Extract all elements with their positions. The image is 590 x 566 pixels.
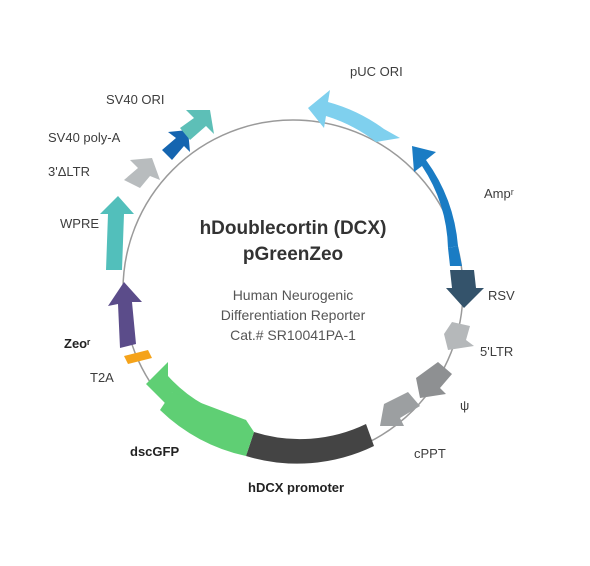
zeo-arrow: [108, 282, 142, 348]
zeo-label: Zeoʳ: [64, 336, 91, 351]
sv40-ori-label: SV40 ORI: [106, 92, 165, 107]
t2a-label: T2A: [90, 370, 114, 385]
dscgfp-label: dscGFP: [130, 444, 179, 459]
cppt-arrow: [380, 392, 420, 426]
sv40-polya-label: SV40 poly-A: [48, 130, 121, 145]
5ltr-arrow: [444, 322, 474, 350]
dscgfp-arrow-outer: [160, 392, 254, 456]
amp-arrow: [412, 146, 458, 248]
rsv-label: RSV: [488, 288, 515, 303]
rsv-arrow: [446, 270, 484, 308]
psi-arrow: [416, 362, 452, 398]
psi-label: ψ: [460, 398, 469, 413]
3dltr-label: 3'ΔLTR: [48, 164, 90, 179]
amp-arrow-body: [448, 246, 462, 266]
cppt-label: cPPT: [414, 446, 446, 461]
plasmid-title-line1: hDoublecortin (DCX): [200, 218, 387, 239]
wpre-arrow: [100, 196, 134, 270]
plasmid-subtitle-line2: Differentiation Reporter: [221, 307, 366, 323]
hdcx-promoter-band: [246, 424, 374, 464]
t2a-block: [124, 350, 152, 364]
plasmid-title-line2: pGreenZeo: [243, 244, 343, 265]
hdcx-promoter-label: hDCX promoter: [248, 480, 344, 495]
wpre-label: WPRE: [60, 216, 99, 231]
puc-ori-arrow: [308, 90, 400, 142]
5ltr-label: 5'LTR: [480, 344, 513, 359]
plasmid-subtitle-line1: Human Neurogenic: [233, 287, 354, 303]
plasmid-catalog: Cat.# SR10041PA-1: [230, 327, 356, 343]
puc-ori-label: pUC ORI: [350, 64, 403, 79]
sv40-polya-arrow: [162, 130, 190, 160]
amp-label: Ampʳ: [484, 186, 514, 201]
sv40-ori-arrow: [180, 110, 214, 140]
3dltr-arrow: [124, 158, 160, 188]
